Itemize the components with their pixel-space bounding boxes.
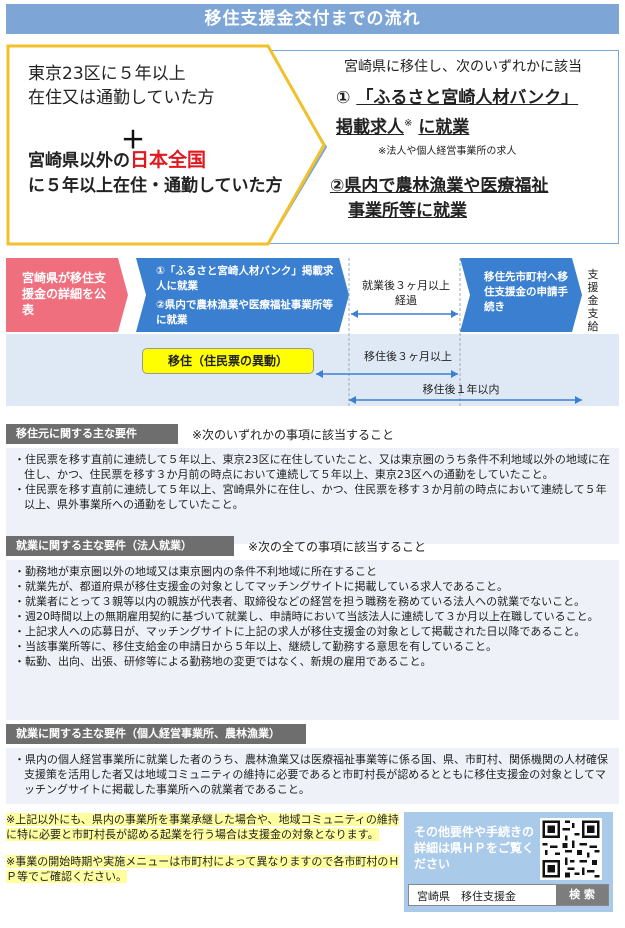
condition-1-note: ※法人や個人経営事業所の求人 — [378, 146, 517, 157]
qr-code-icon[interactable] — [540, 818, 602, 880]
section-body: ・勤務地が東京圏以外の地域又は東京圏内の条件不利地域に所在すること ・就業先が、… — [6, 560, 619, 720]
section-condition: ※次の全ての事項に該当すること — [248, 540, 427, 554]
flow-step-payment: 支援金支給 — [587, 268, 599, 333]
condition-1-number: ① — [336, 88, 351, 108]
left-condition-a: 東京23区に５年以上 在住又は通勤していた方 — [28, 62, 298, 110]
condition-1-title: 「ふるさと宮崎人材バンク」 — [356, 88, 579, 108]
search-button[interactable]: 検 索 — [556, 885, 608, 905]
flow-step-employment: ①「ふるさと宮崎人材バンク」掲載求人に就業 ②県内で農林漁業や医療福祉事業所等に… — [156, 264, 341, 328]
requirement-item: ・勤務地が東京圏以外の地域又は東京圏内の条件不利地域に所在すること — [14, 565, 377, 578]
search-text: 宮崎県 移住支援金 — [417, 890, 516, 903]
plus-sign: ＋ — [121, 126, 145, 154]
section-condition: ※次のいずれかの事項に該当すること — [192, 428, 395, 442]
right-condition-box: 宮崎県に移住し、次のいずれかに該当 ① 「ふるさと宮崎人材バンク」 掲載求人※ … — [266, 49, 620, 245]
condition-1-mark: ※ — [404, 118, 413, 129]
condition-2: ②県内で農林漁業や医療福祉 事業所等に就業 — [330, 174, 615, 224]
left-bold-red: 日本全国 — [130, 149, 207, 171]
requirement-item: ・週20時間以上の無期雇用契約に基づいて就業し、申請時において当該法人に連続して… — [14, 610, 599, 623]
requirement-item: ・就業者にとって３親等以内の親族が代表者、取締役などの経営を担う職務を務めている… — [14, 595, 586, 608]
flow-diagram: 宮崎県が移住支援金の詳細を公表 ①「ふるさと宮崎人材バンク」掲載求人に就業 ②県… — [6, 256, 619, 406]
section-header: 就業に関する主な要件（法人就業） — [6, 536, 234, 556]
requirement-item: ・住民票を移す直前に連続して５年以上、宮崎県外に在住し、かつ、住民票を移す３か月… — [14, 483, 607, 511]
condition-1-subtitle: 掲載求人 — [336, 117, 404, 138]
flow-step-announce: 宮崎県が移住支援金の詳細を公表 — [22, 271, 107, 317]
flow-relocation: 移住（住民票の異動） — [142, 348, 314, 374]
requirement-item: ・当該事業所等に、移住支給金の申請日から５年以上、継続して勤務する意思を有してい… — [14, 640, 498, 653]
left-bold-prefix: 宮崎県以外の — [28, 151, 130, 171]
section-header: 就業に関する主な要件（個人経営事業所、農林漁業） — [6, 724, 306, 744]
requirement-item: ・転勤、出向、出張、研修等による勤務地の変更ではなく、新規の雇用であること。 — [14, 655, 432, 668]
search-box[interactable]: 宮崎県 移住支援金 検 索 — [408, 884, 609, 906]
requirement-item: ・県内の個人経営事業所に就業した者のうち、農林漁業又は医療福祉事業等に係る国、県… — [14, 753, 608, 796]
notes: ※上記以外にも、県内の事業所を事業承継した場合や、地域コミュニティの維持に特に必… — [6, 812, 404, 896]
flow-employment-option-2: ②県内で農林漁業や医療福祉事業所等に就業 — [156, 299, 333, 326]
left-line-1: 東京23区に５年以上 — [28, 64, 186, 84]
flow-after-3-months: 移住後３ヶ月以上 — [364, 350, 452, 363]
info-text: その他要件や手続きの詳細は県ＨＰをご覧ください — [414, 825, 535, 871]
flow-lines — [6, 258, 582, 406]
eligibility-overview: 宮崎県に移住し、次のいずれかに該当 ① 「ふるさと宮崎人材バンク」 掲載求人※ … — [6, 44, 620, 250]
condition-2-subtitle: 事業所等に就業 — [348, 201, 467, 221]
right-heading: 宮崎県に移住し、次のいずれかに該当 — [344, 59, 582, 75]
page-title: 移住支援金交付までの流れ — [6, 4, 619, 34]
condition-1: ① 「ふるさと宮崎人材バンク」 掲載求人※ に就業 — [336, 86, 616, 141]
note-succession: ※上記以外にも、県内の事業所を事業承継した場合や、地域コミュニティの維持に特に必… — [6, 813, 399, 841]
condition-2-title: ②県内で農林漁業や医療福祉 — [330, 176, 549, 196]
section-body: ・県内の個人経営事業所に就業した者のうち、農林漁業又は医療福祉事業等に係る国、県… — [6, 748, 619, 804]
condition-1-suffix: に就業 — [418, 117, 470, 138]
left-condition-b: 宮崎県以外の日本全国 に５年以上在住・通勤していた方 — [28, 148, 298, 199]
flow-employment-option-1: ①「ふるさと宮崎人材バンク」掲載求人に就業 — [156, 265, 334, 292]
requirement-item: ・住民票を移す直前に連続して５年以上、東京23区に在住していたこと、又は東京圏の… — [14, 453, 610, 481]
requirement-item: ・上記求人への応募日が、マッチングサイトに上記の求人が移住支援金の対象として掲載… — [14, 625, 586, 638]
left-arrow-box: 東京23区に５年以上 在住又は通勤していた方 ＋ 宮崎県以外の日本全国 に５年以… — [6, 44, 326, 246]
section-header: 移住元に関する主な要件 — [6, 424, 178, 444]
requirement-item: ・就業先が、都道府県が移住支援金の対象としてマッチングサイトに掲載している求人で… — [14, 580, 509, 593]
flow-within-1-year: 移住後１年以内 — [422, 383, 500, 396]
flow-wait-period: 就業後３ヶ月以上経過 — [362, 279, 450, 307]
left-arrow-frame — [6, 44, 326, 246]
info-box: その他要件や手続きの詳細は県ＨＰをご覧ください 宮崎県 移住支援金 検 索 — [404, 812, 613, 912]
left-bold-suffix: に５年以上在住・通勤していた方 — [28, 176, 283, 196]
left-line-2: 在住又は通勤していた方 — [28, 88, 215, 108]
flow-step-application: 移住先市町村へ移住支援金の申請手続き — [484, 271, 568, 313]
section-body: ・住民票を移す直前に連続して５年以上、東京23区に在住していたこと、又は東京圏の… — [6, 448, 619, 544]
note-municipal: ※事業の開始時期や実施メニューは市町村によって異なりますので各市町村のＨＰ等でご… — [6, 855, 400, 883]
